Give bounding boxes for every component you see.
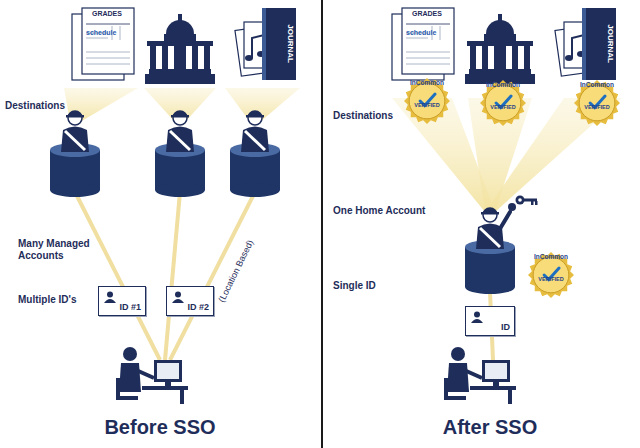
seal-star	[528, 252, 574, 298]
id-card: ID #2	[166, 286, 214, 316]
id-body	[471, 319, 483, 323]
panel-caption: After SSO	[390, 416, 590, 439]
seal-face	[409, 83, 445, 119]
seal-face	[533, 257, 569, 293]
section-label: Destinations	[5, 100, 65, 112]
book-title: JOURNAL	[285, 8, 294, 80]
line-note: (Location Based)	[214, 233, 258, 309]
seal-star	[404, 78, 450, 124]
section-label: Multiple ID's	[18, 294, 77, 306]
section-label: Destinations	[333, 110, 393, 122]
seal-face	[579, 85, 615, 121]
verified-seal: InCommonVERIFIED	[404, 78, 450, 124]
seal-text: InCommon	[410, 80, 444, 87]
section-label: One Home Account	[333, 205, 425, 217]
seal-text: InCommon	[486, 82, 520, 89]
id-photo	[103, 290, 117, 304]
verified-seal: InCommonVERIFIED	[574, 80, 620, 126]
id-card: ID #1	[98, 286, 146, 316]
document-text: schedule	[406, 29, 436, 37]
book-title: JOURNAL	[605, 8, 614, 80]
document-text: schedule	[86, 29, 116, 37]
document-text: GRADES	[92, 10, 122, 18]
section-label: Single ID	[333, 280, 376, 292]
seal-text: InCommon	[534, 254, 568, 261]
seal-text: VERIFIED	[414, 103, 439, 109]
id-head	[175, 292, 181, 298]
seal-star	[574, 80, 620, 126]
panel-caption: Before SSO	[60, 416, 260, 439]
verified-seal: InCommonVERIFIED	[528, 252, 574, 298]
id-head	[107, 292, 113, 298]
seal-text: InCommon	[580, 82, 614, 89]
id-text: ID	[501, 322, 510, 332]
id-head	[474, 312, 480, 318]
id-body	[104, 299, 116, 303]
id-photo	[470, 310, 484, 324]
id-text: ID #1	[119, 302, 141, 312]
section-label: Many Managed Accounts	[18, 238, 90, 261]
document-text: GRADES	[412, 10, 442, 18]
id-card: ID	[465, 306, 515, 336]
verified-seal: InCommonVERIFIED	[480, 80, 526, 126]
seal-text: VERIFIED	[538, 277, 563, 283]
id-photo	[171, 290, 185, 304]
seal-face	[485, 85, 521, 121]
seal-text: VERIFIED	[584, 105, 609, 111]
id-text: ID #2	[187, 302, 209, 312]
seal-text: VERIFIED	[490, 105, 515, 111]
id-body	[172, 299, 184, 303]
seal-star	[480, 80, 526, 126]
